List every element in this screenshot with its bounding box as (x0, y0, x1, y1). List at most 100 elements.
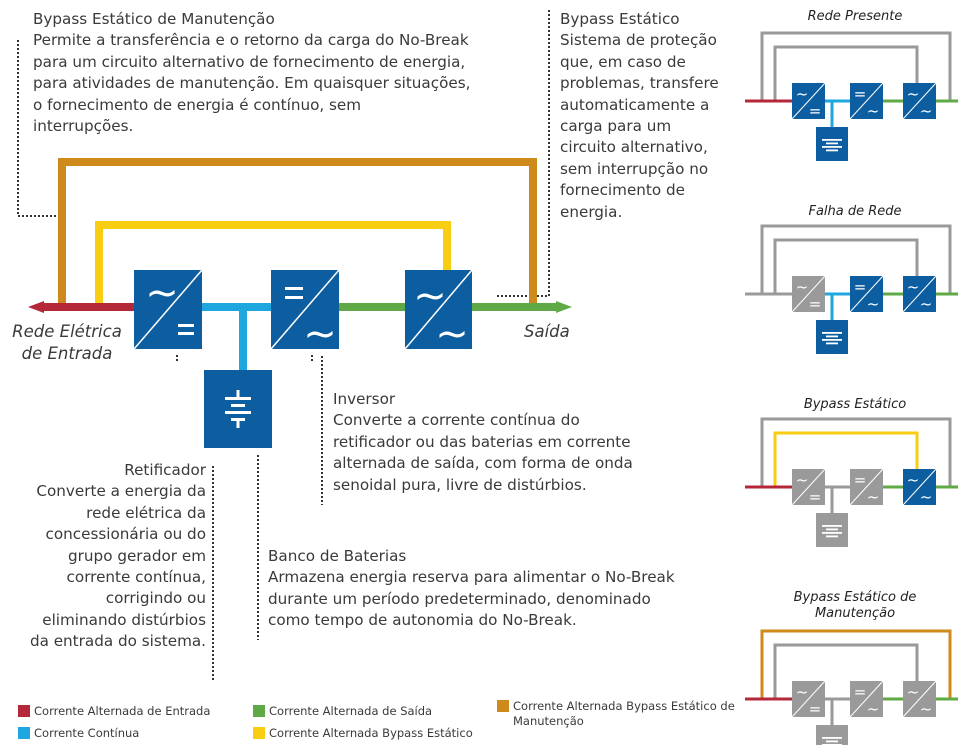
bypass-estatico-line: Sistema de proteção (560, 31, 717, 50)
mode-diagram-rede-presente: ~==~~~ (745, 31, 958, 161)
svg-text:~: ~ (867, 295, 880, 313)
legend-item: Corrente Contínua (18, 726, 139, 741)
static-bypass-line (95, 221, 451, 307)
manutencao-line: Permite a transferência e o retorno da c… (33, 31, 469, 50)
manutencao-description: Bypass Estático de Manutenção Permite a … (33, 9, 533, 137)
mode-title-bypass-estatico: Bypass Estático (803, 397, 907, 412)
leader-manutencao (17, 40, 60, 217)
inversor-block: ~ (270, 269, 340, 357)
legend-swatch (497, 700, 509, 712)
manutencao-line: para atividades de manutenção. Em quaisq… (33, 74, 471, 93)
legend-item: Corrente Alternada Bypass Estático (253, 726, 473, 741)
svg-text:=: = (854, 278, 867, 296)
legend-swatch (253, 705, 265, 717)
manutencao-title: Bypass Estático de Manutenção (33, 10, 275, 28)
rede-entrada-line: Rede Elétrica (12, 322, 122, 341)
baterias-line: como tempo de autonomia do No-Break. (268, 611, 577, 630)
retificador-line: da entrada do sistema. (29, 632, 206, 651)
rede-entrada-label: Rede Elétrica de Entrada (8, 321, 126, 365)
svg-text:~: ~ (907, 278, 920, 296)
svg-text:~: ~ (796, 278, 809, 296)
legend-label: Corrente Contínua (34, 726, 140, 740)
svg-text:~: ~ (867, 700, 880, 718)
svg-text:=: = (854, 85, 867, 103)
manutencao-line: interrupções. (33, 117, 134, 136)
inversor-title: Inversor (333, 390, 396, 408)
retificador-line: rede elétrica da (86, 503, 206, 522)
bypass-estatico-line: que, em caso de (560, 52, 686, 71)
mode-diagram-bypass-estatico: ~==~~~ (745, 417, 958, 547)
svg-text:~: ~ (796, 471, 809, 489)
svg-text:~: ~ (867, 102, 880, 120)
retificador-title: Retificador (124, 461, 206, 479)
svg-text:~: ~ (145, 270, 179, 316)
svg-text:~: ~ (907, 683, 920, 701)
manutencao-line: o fornecimento de energia é contínuo, se… (33, 95, 362, 114)
retificador-line: grupo gerador em (68, 546, 206, 565)
legend-swatch (18, 727, 30, 739)
legend-item: Corrente Alternada de Entrada (18, 704, 210, 719)
svg-text:=: = (854, 471, 867, 489)
retificador-line: Converte a energia da (36, 482, 206, 501)
legend-swatch (253, 727, 265, 739)
inversor-line: Converte a corrente contínua do (333, 411, 580, 430)
battery-block (204, 370, 272, 448)
svg-text:=: = (809, 700, 822, 718)
manutencao-line: para um circuito alternativo de fornecim… (33, 52, 466, 71)
svg-text:~: ~ (920, 102, 933, 120)
retificador-line: eliminando distúrbios (42, 610, 206, 629)
svg-text:=: = (809, 295, 822, 313)
legend-item: Corrente Alternada de Saída (253, 704, 432, 719)
retificador-line: corrente contínua, (66, 568, 206, 587)
baterias-line: durante um período predeterminado, denom… (268, 589, 651, 608)
legend-label: Corrente Alternada Bypass Estático (269, 726, 473, 740)
svg-text:=: = (809, 102, 822, 120)
bypass-estatico-line: automaticamente a (560, 95, 710, 114)
inversor-line: retificador ou das baterias em corrente (333, 432, 631, 451)
svg-text:~: ~ (435, 311, 469, 357)
svg-text:=: = (809, 488, 822, 506)
output-arrow (556, 301, 572, 313)
svg-text:=: = (854, 683, 867, 701)
baterias-description: Banco de Baterias Armazena energia reser… (268, 546, 718, 632)
bypass-estatico-line: energia. (560, 202, 623, 221)
inversor-description: Inversor Converte a corrente contínua do… (333, 389, 673, 496)
bypass-estatico-title: Bypass Estático (560, 10, 680, 28)
svg-text:~: ~ (303, 311, 337, 357)
retificador-block: ~ (133, 269, 203, 350)
svg-text:~: ~ (867, 488, 880, 506)
retificador-line: concessionária ou do (45, 525, 206, 544)
svg-text:~: ~ (920, 295, 933, 313)
maintenance-bypass-line (58, 158, 537, 307)
legend-item: Corrente Alternada Bypass Estático de Ma… (497, 699, 757, 729)
static-switch-block: ~ ~ (404, 269, 473, 357)
legend-label: Corrente Alternada de Saída (269, 704, 433, 718)
mode-title-bypass-manutencao: Bypass Estático de Manutenção (793, 590, 917, 621)
retificador-description: Retificador Converte a energia da rede e… (8, 460, 206, 653)
svg-text:~: ~ (920, 700, 933, 718)
mode-diagram-bypass-manutencao: ~==~~~ (745, 629, 958, 745)
svg-text:~: ~ (413, 273, 447, 319)
bypass-estatico-line: circuito alternativo, (560, 138, 708, 157)
svg-text:~: ~ (907, 471, 920, 489)
bypass-estatico-line: fornecimento de (560, 181, 685, 200)
inversor-line: senoidal pura, livre de distúrbios. (333, 475, 587, 494)
svg-text:~: ~ (796, 683, 809, 701)
svg-text:~: ~ (920, 488, 933, 506)
bypass-estatico-description: Bypass Estático Sistema de proteção que,… (560, 9, 760, 223)
bypass-estatico-line: carga para um (560, 117, 672, 136)
svg-text:~: ~ (796, 85, 809, 103)
bypass-estatico-line: sem interrupção no (560, 159, 709, 178)
mode-title-falha-de-rede: Falha de Rede (808, 204, 902, 219)
svg-text:~: ~ (907, 85, 920, 103)
legend-label: Corrente Alternada de Entrada (34, 704, 211, 718)
inversor-line: alternada de saída, com forma de onda (333, 454, 633, 473)
legend-swatch (18, 705, 30, 717)
baterias-title: Banco de Baterias (268, 547, 407, 565)
baterias-line: Armazena energia reserva para alimentar … (268, 568, 675, 587)
retificador-line: corrigindo ou (105, 589, 206, 608)
mode-diagram-falha-de-rede: ~==~~~ (745, 224, 958, 354)
leader-bypass-estatico (497, 10, 550, 297)
legend-label: Corrente Alternada Bypass Estático de Ma… (513, 699, 735, 728)
